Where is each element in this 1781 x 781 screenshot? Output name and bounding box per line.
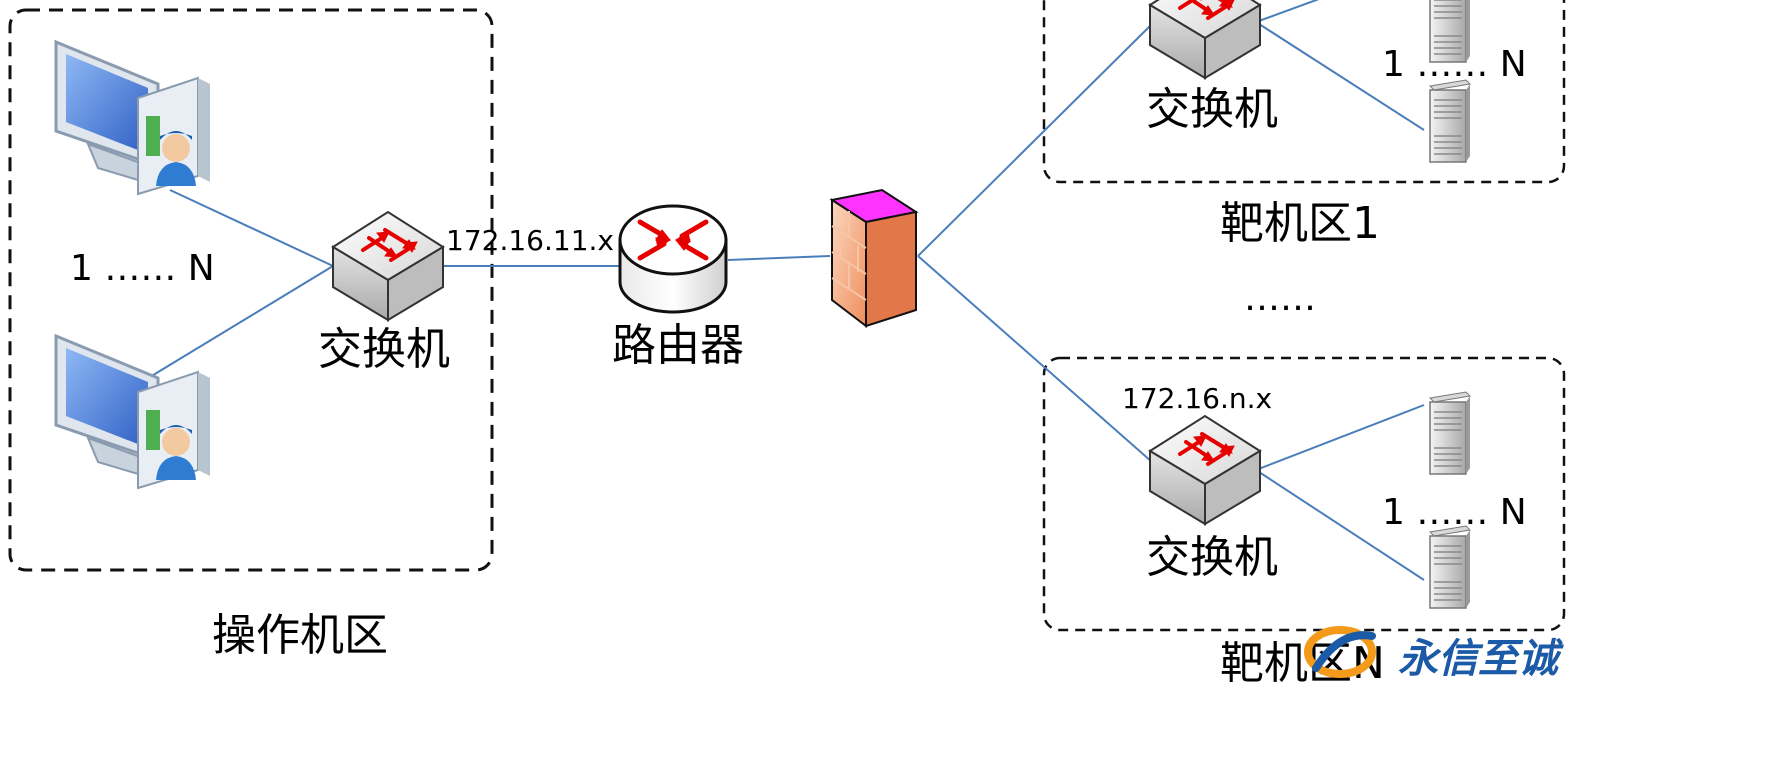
zonen-range-label: 1 …… N bbox=[1382, 492, 1527, 533]
router-icon bbox=[618, 204, 728, 314]
uplink-ip-label: 172.16.11.x bbox=[446, 224, 614, 257]
network-links bbox=[144, 0, 1425, 581]
operator-range-label: 1 …… N bbox=[70, 248, 215, 289]
target-zone-1-box bbox=[1042, 0, 1566, 184]
operator-pc-icon bbox=[54, 40, 212, 196]
zonen-switch-label: 交换机 bbox=[1146, 532, 1278, 583]
router-label: 路由器 bbox=[612, 320, 744, 371]
link-zone1-server-bottom bbox=[1255, 21, 1425, 131]
link-pc2-switch bbox=[144, 265, 334, 381]
link-zonen-server-top bbox=[1255, 404, 1425, 471]
operator-zone-label: 操作机区 bbox=[212, 610, 388, 661]
company-logo: 永信至诚 bbox=[1304, 626, 1564, 682]
link-firewall-zone1 bbox=[917, 23, 1153, 257]
switch-icon bbox=[1148, 414, 1262, 526]
link-zonen-server-bottom bbox=[1255, 469, 1425, 581]
link-pc1-switch bbox=[169, 189, 334, 267]
zonen-ip-label: 172.16.n.x bbox=[1122, 382, 1272, 415]
logo-text: 永信至诚 bbox=[1398, 636, 1564, 682]
link-firewall-zonen bbox=[917, 255, 1153, 463]
server-icon bbox=[1429, 525, 1471, 609]
target-zone-1-label: 靶机区1 bbox=[1220, 198, 1380, 249]
operator-pc-icon bbox=[54, 334, 212, 490]
firewall-icon bbox=[829, 188, 919, 329]
switch-icon bbox=[331, 210, 445, 322]
zone1-switch-label: 交换机 bbox=[1146, 84, 1278, 135]
server-icon bbox=[1429, 79, 1471, 163]
zone1-range-label: 1 …… N bbox=[1382, 44, 1527, 85]
zones-ellipsis: …… bbox=[1244, 278, 1316, 319]
operator-zone-box bbox=[8, 8, 494, 572]
link-router-firewall bbox=[727, 255, 831, 261]
server-icon bbox=[1429, 391, 1471, 475]
target-zone-n-label: 靶机区N bbox=[1220, 638, 1385, 689]
link-zone1-server-top bbox=[1255, 0, 1320, 23]
switch-icon bbox=[1148, 0, 1262, 80]
target-zone-n-box bbox=[1042, 356, 1566, 632]
operator-switch-label: 交换机 bbox=[318, 324, 450, 375]
